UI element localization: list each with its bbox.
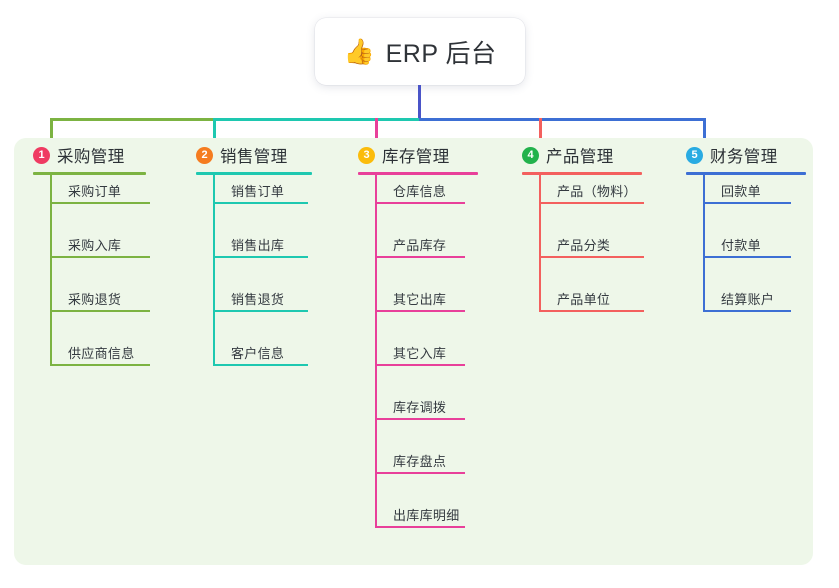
branch-header-2[interactable]: 2 销售管理 [196, 143, 288, 167]
leaf-item-label: 回款单 [721, 184, 761, 199]
leaf-item-rule [375, 526, 465, 528]
leaf-item[interactable]: 其它入库 [375, 332, 465, 366]
leaf-item-label: 付款单 [721, 238, 761, 253]
branch-spine [539, 175, 541, 312]
leaf-item[interactable]: 采购退货 [50, 278, 150, 312]
leaf-item-label: 库存调拨 [393, 400, 447, 415]
leaf-item-label: 产品分类 [557, 238, 611, 253]
branch-header-rule [196, 172, 312, 175]
leaf-item-rule [375, 256, 465, 258]
branch-number-badge: 1 [33, 146, 50, 164]
connector-root-stem [417, 85, 421, 121]
leaf-item[interactable]: 采购订单 [50, 170, 150, 204]
leaf-item-label: 产品单位 [557, 292, 611, 307]
leaf-item[interactable]: 结算账户 [703, 278, 791, 312]
leaf-item-label: 销售订单 [231, 184, 285, 199]
branch-header-rule [33, 172, 146, 175]
leaf-item[interactable]: 其它出库 [375, 278, 465, 312]
leaf-item-label: 采购退货 [68, 292, 122, 307]
branch-title: 库存管理 [382, 148, 450, 166]
leaf-item[interactable]: 产品分类 [539, 224, 644, 258]
leaf-item-rule [539, 310, 644, 312]
leaf-item[interactable]: 采购入库 [50, 224, 150, 258]
branch-spine [50, 175, 52, 366]
leaf-item-rule [213, 202, 308, 204]
branch-spine [703, 175, 705, 312]
leaf-item[interactable]: 库存调拨 [375, 386, 465, 420]
branch-header-3[interactable]: 3 库存管理 [358, 143, 450, 167]
leaf-item-label: 仓库信息 [393, 184, 447, 199]
leaf-item-rule [213, 364, 308, 366]
leaf-item[interactable]: 仓库信息 [375, 170, 465, 204]
leaf-item-label: 其它出库 [393, 292, 447, 307]
leaf-item-rule [375, 364, 465, 366]
branch-spine [213, 175, 215, 366]
leaf-item-rule [539, 202, 644, 204]
leaf-item[interactable]: 库存盘点 [375, 440, 465, 474]
leaf-item-label: 库存盘点 [393, 454, 447, 469]
leaf-item-label: 客户信息 [231, 346, 285, 361]
leaf-item-rule [375, 310, 465, 312]
leaf-item-rule [375, 472, 465, 474]
connector-bus-3 [419, 118, 706, 121]
leaf-item-label: 销售出库 [231, 238, 285, 253]
leaf-item-rule [375, 418, 465, 420]
leaf-item-rule [213, 256, 308, 258]
branch-title: 财务管理 [710, 148, 778, 166]
leaf-item-label: 结算账户 [721, 292, 775, 307]
leaf-item-rule [703, 256, 791, 258]
leaf-item-label: 销售退货 [231, 292, 285, 307]
leaf-item[interactable]: 销售订单 [213, 170, 308, 204]
leaf-item[interactable]: 付款单 [703, 224, 791, 258]
leaf-item-rule [539, 256, 644, 258]
branch-header-4[interactable]: 4 产品管理 [522, 143, 614, 167]
leaf-item-rule [375, 202, 465, 204]
branch-spine [375, 175, 377, 528]
leaf-item-rule [703, 202, 791, 204]
branch-number-badge: 3 [358, 146, 375, 164]
leaf-item-label: 产品（物料） [557, 184, 637, 199]
connector-bus-2 [213, 118, 419, 121]
leaf-item-rule [50, 202, 150, 204]
branch-header-rule [686, 172, 806, 175]
leaf-item[interactable]: 出库库明细 [375, 494, 465, 528]
leaf-item-label: 采购订单 [68, 184, 122, 199]
leaf-item-rule [703, 310, 791, 312]
branch-title: 销售管理 [220, 148, 288, 166]
root-node-card[interactable]: 👍 ERP 后台 [315, 18, 525, 85]
leaf-item[interactable]: 客户信息 [213, 332, 308, 366]
branch-header-5[interactable]: 5 财务管理 [686, 143, 778, 167]
leaf-item-rule [50, 310, 150, 312]
connector-bus-1 [50, 118, 213, 121]
branch-number-badge: 5 [686, 146, 703, 164]
branch-header-rule [358, 172, 478, 175]
root-node-label: ERP 后台 [385, 39, 497, 68]
leaf-item-label: 其它入库 [393, 346, 447, 361]
leaf-item[interactable]: 供应商信息 [50, 332, 150, 366]
leaf-item[interactable]: 产品（物料） [539, 170, 644, 204]
branch-header-rule [522, 172, 642, 175]
leaf-item[interactable]: 销售退货 [213, 278, 308, 312]
leaf-item-label: 供应商信息 [68, 346, 135, 361]
branch-header-1[interactable]: 1 采购管理 [33, 143, 125, 167]
leaf-item[interactable]: 产品单位 [539, 278, 644, 312]
branch-number-badge: 2 [196, 146, 213, 164]
leaf-item-rule [50, 364, 150, 366]
leaf-item-label: 采购入库 [68, 238, 122, 253]
leaf-item-label: 产品库存 [393, 238, 447, 253]
leaf-item-rule [213, 310, 308, 312]
leaf-item[interactable]: 产品库存 [375, 224, 465, 258]
thumbs-up-icon: 👍 [343, 37, 375, 66]
branch-panel: 1 采购管理采购订单采购入库采购退货供应商信息 2 销售管理销售订单销售出库销售退货客… [14, 138, 813, 565]
branch-title: 产品管理 [546, 148, 614, 166]
leaf-item[interactable]: 销售出库 [213, 224, 308, 258]
branch-title: 采购管理 [57, 148, 125, 166]
branch-number-badge: 4 [522, 146, 539, 164]
leaf-item-label: 出库库明细 [393, 508, 460, 523]
leaf-item[interactable]: 回款单 [703, 170, 791, 204]
leaf-item-rule [50, 256, 150, 258]
